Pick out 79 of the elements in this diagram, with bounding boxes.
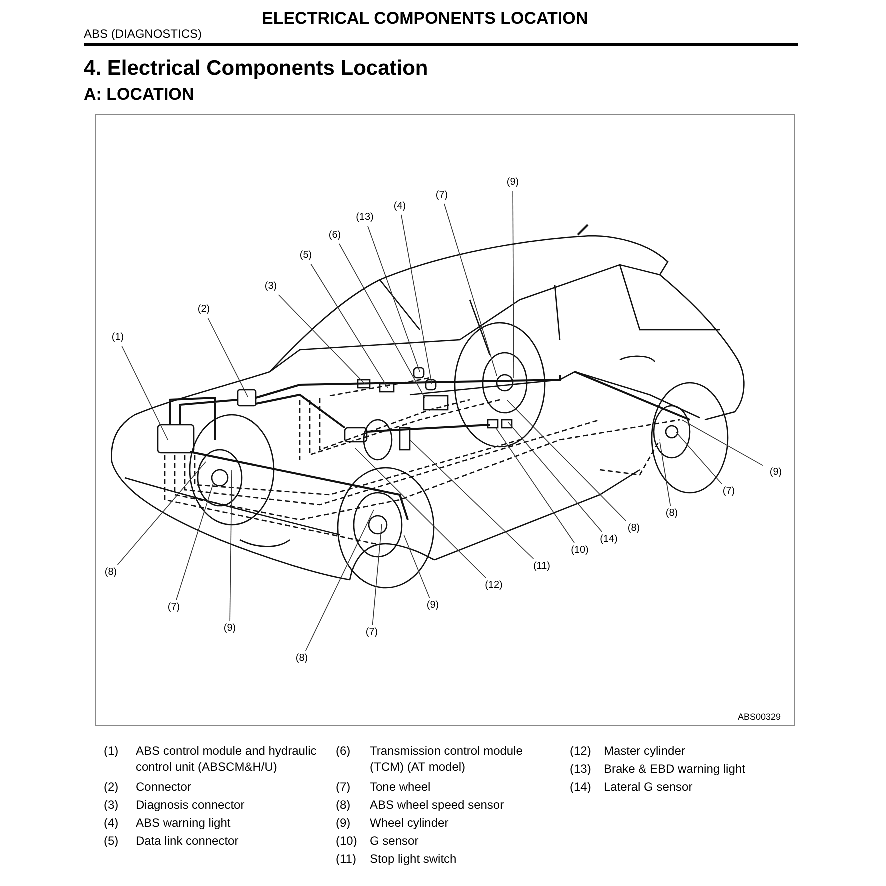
legend-text: ABS warning light [136,815,232,831]
callout-number: (9) [500,178,526,188]
legend-text: Brake & EBD warning light [604,761,746,777]
leader-line [508,422,603,532]
legend-text: ABS wheel speed sensor [370,797,506,813]
callout-number: (9) [217,624,243,634]
leader-line [660,442,672,506]
callout-number: (7) [429,191,455,201]
section-tag: ABS (DIAGNOSTICS) [84,25,202,43]
callout-number: (6) [322,231,348,241]
leader-line [354,448,486,578]
legend-number: (3) [104,797,119,813]
leader-line [372,524,382,626]
legend-text: Transmission control module (TCM) (AT model) [370,743,524,775]
subsection-title: A: LOCATION [84,84,194,106]
legend-number: (14) [570,779,592,795]
callout-number: (4) [387,202,413,212]
legend-number: (6) [336,743,351,759]
callout-number: (14) [596,535,622,545]
callout-number: (11) [529,562,555,572]
leader-line [310,264,388,388]
legend-number: (13) [570,761,592,777]
section-title: 4. Electrical Components Location [84,56,428,82]
legend-text: Wheel cylinder [370,815,450,831]
callout-number: (5) [293,251,319,261]
callout-number: (3) [258,282,284,292]
legend-number: (12) [570,743,592,759]
leader-line [176,482,214,600]
leader-line [404,534,430,598]
leader-line [305,510,374,652]
legend-text: Data link connector [136,833,240,849]
page-header: ELECTRICAL COMPONENTS LOCATION [262,8,588,30]
legend-text: Lateral G sensor [604,779,694,795]
legend-text: Stop light switch [370,851,458,867]
leader-line [401,214,432,384]
leader-line [339,244,426,398]
legend-number: (9) [336,815,351,831]
leader-line [506,400,627,522]
leader-line [208,318,248,398]
legend-number: (5) [104,833,119,849]
callout-number: (8) [289,654,315,664]
callout-number: (9) [763,468,789,478]
callout-number: (7) [359,628,385,638]
callout-number: (8) [621,524,647,534]
legend-text: Master cylinder [604,743,686,759]
callout-number: (13) [352,213,378,223]
legend-text: Tone wheel [370,779,432,795]
leader-line [410,440,534,560]
leader-line [496,428,575,544]
callout-number: (7) [161,603,187,613]
legend-number: (2) [104,779,119,795]
leader-line [682,420,764,466]
legend-number: (10) [336,833,358,849]
leader-line [117,462,206,566]
leader-line [367,226,420,372]
legend-number: (8) [336,797,351,813]
callout-number: (7) [716,487,742,497]
leader-line [122,346,168,440]
legend-number: (11) [336,851,356,867]
leader-line [230,470,232,622]
callout-number: (8) [98,568,124,578]
legend-number: (1) [104,743,119,759]
figure-code: ABS00329 [738,711,782,724]
callout-number: (8) [659,509,685,519]
legend-text: ABS control module and hydraulic control unit (ABSCM&H/U) [136,743,318,775]
legend-text: Diagnosis connector [136,797,246,813]
leader-line [676,432,722,484]
leader-line [278,294,366,384]
legend-text: Connector [136,779,192,795]
legend-number: (4) [104,815,119,831]
callout-number: (10) [567,546,593,556]
leader-line [512,190,514,378]
callout-number: (9) [420,601,446,611]
callout-number: (12) [481,581,507,591]
legend-number: (7) [336,779,351,795]
legend-text: G sensor [370,833,420,849]
callout-number: (2) [191,305,217,315]
leader-line [444,204,498,376]
callout-number: (1) [105,333,131,343]
